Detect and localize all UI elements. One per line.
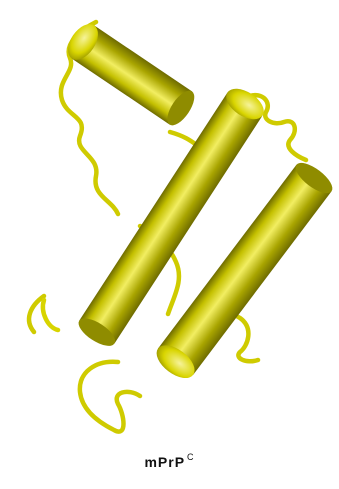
coil-loops-front (43, 300, 58, 330)
loop-helix1-to-helix2 (170, 132, 198, 146)
helix-1 (62, 19, 200, 130)
loop-end-left (43, 300, 58, 330)
caption-superscript: C (187, 452, 195, 462)
loop-bottom-left (80, 362, 140, 432)
caption-main: mPrP (144, 454, 185, 470)
